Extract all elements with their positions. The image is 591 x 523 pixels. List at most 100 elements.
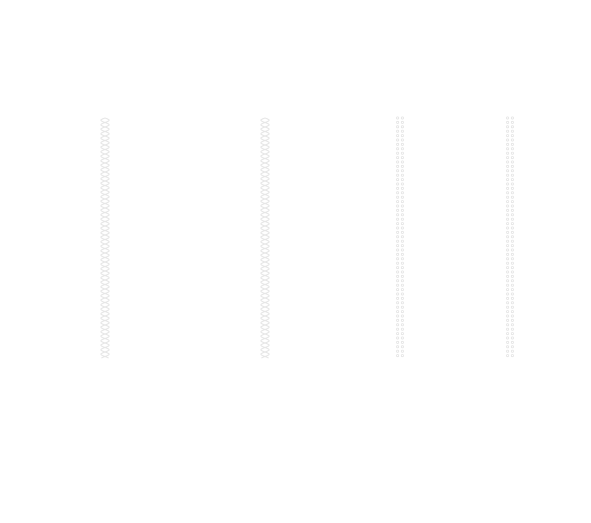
dotted-strand-2-dot xyxy=(510,349,514,353)
dotted-strand-2-dot xyxy=(510,305,514,309)
dotted-strand-1-dot xyxy=(396,244,400,248)
dotted-strand-1-dot xyxy=(396,134,400,138)
dotted-strand-1-dot xyxy=(400,160,404,164)
dotted-strand-2-dot xyxy=(510,116,514,120)
dotted-strand-2-dot xyxy=(510,156,514,160)
dotted-strand-1-dot xyxy=(396,160,400,164)
dotted-strand-2-dot xyxy=(506,204,510,208)
dotted-strand-1-dot xyxy=(396,336,400,340)
dotted-strand-1-dot xyxy=(396,261,400,265)
dotted-strand-2-dot xyxy=(506,252,510,256)
dotted-strand-2-dot xyxy=(506,301,510,305)
dotted-strand-1-dot xyxy=(400,156,404,160)
dotted-strand-1-dot xyxy=(396,164,400,168)
dotted-strand-1-dot xyxy=(396,292,400,296)
dotted-strand-1-dot xyxy=(396,208,400,212)
dotted-strand-2-dot xyxy=(506,138,510,142)
dotted-strand-1-dot xyxy=(400,279,404,283)
dotted-strand-2-dot xyxy=(510,336,514,340)
dotted-strand-2-dot xyxy=(506,195,510,199)
dotted-strand-1-dot xyxy=(400,248,404,252)
dotted-strand-2-dot xyxy=(510,129,514,133)
dotted-strand-1-dot xyxy=(396,191,400,195)
dotted-strand-1-dot xyxy=(400,178,404,182)
dotted-strand-2-dot xyxy=(506,257,510,261)
dotted-strand-2-dot xyxy=(506,332,510,336)
dotted-strand-1-dot xyxy=(400,310,404,314)
dotted-strand-2-dot xyxy=(506,191,510,195)
dotted-strand-2-dot xyxy=(506,222,510,226)
dotted-strand-2-dot xyxy=(510,301,514,305)
wavy-strand-1-braid-2 xyxy=(100,117,110,359)
dotted-strand-1-dot xyxy=(400,125,404,129)
dotted-strand-2-dot xyxy=(510,310,514,314)
dotted-strand-1-dot xyxy=(396,305,400,309)
dotted-strand-1-dot xyxy=(396,274,400,278)
dotted-strand-1-dot xyxy=(400,261,404,265)
dotted-strand-1-dot xyxy=(396,239,400,243)
dotted-strand-2-dot xyxy=(510,296,514,300)
dotted-strand-1-dot xyxy=(400,186,404,190)
dotted-strand-2-dot xyxy=(506,274,510,278)
dotted-strand-2-dot xyxy=(506,200,510,204)
dotted-strand-1-dot xyxy=(396,156,400,160)
dotted-strand-1-dot xyxy=(396,301,400,305)
dotted-strand-1-dot xyxy=(400,296,404,300)
dotted-strand-2-dot xyxy=(510,257,514,261)
dotted-strand-1-dot xyxy=(396,222,400,226)
dotted-strand-2-dot xyxy=(510,160,514,164)
dotted-strand-1-dot xyxy=(400,252,404,256)
dotted-strand-1-dot xyxy=(396,186,400,190)
dotted-strand-2-dot xyxy=(506,345,510,349)
dotted-strand-1-dot xyxy=(400,222,404,226)
dotted-strand-1-dot xyxy=(396,129,400,133)
dotted-strand-1-dot xyxy=(396,296,400,300)
dotted-strand-2-dot xyxy=(510,142,514,146)
dotted-strand-2-dot xyxy=(510,182,514,186)
wavy-strand-1-braid-1 xyxy=(100,117,110,359)
dotted-strand-1-dot xyxy=(396,125,400,129)
dotted-strand-2-dot xyxy=(510,261,514,265)
dotted-strand-2-dot xyxy=(510,222,514,226)
dotted-strand-2-dot xyxy=(506,354,510,358)
dotted-strand-1-dot xyxy=(396,327,400,331)
dotted-strand-1-dot xyxy=(400,318,404,322)
dotted-strand-2-dot xyxy=(510,138,514,142)
dotted-strand-1-dot xyxy=(400,213,404,217)
dotted-strand-1-dot xyxy=(396,178,400,182)
dotted-strand-1-dot xyxy=(396,230,400,234)
dotted-strand-2-dot xyxy=(506,266,510,270)
dotted-strand-2-dot xyxy=(510,332,514,336)
dotted-strand-1-dot xyxy=(400,230,404,234)
dotted-strand-2-dot xyxy=(510,204,514,208)
dotted-strand-1-dot xyxy=(400,314,404,318)
dotted-strand-2-dot xyxy=(510,235,514,239)
dotted-strand-1-dot xyxy=(400,323,404,327)
dotted-strand-1-dot xyxy=(400,354,404,358)
dotted-strand-2-dot xyxy=(510,173,514,177)
dotted-strand-2-dot xyxy=(510,274,514,278)
dotted-strand-1-dot xyxy=(400,345,404,349)
dotted-strand-1-dot xyxy=(396,142,400,146)
dotted-strand-2-dot xyxy=(506,186,510,190)
dotted-strand-1-dot xyxy=(400,151,404,155)
dotted-strand-1-dot xyxy=(400,332,404,336)
dotted-strand-2-dot xyxy=(510,266,514,270)
dotted-strand-2-dot xyxy=(506,336,510,340)
dotted-strand-2-dot xyxy=(510,354,514,358)
dotted-strand-1-dot xyxy=(396,217,400,221)
dotted-strand-1-dot xyxy=(396,279,400,283)
dotted-strand-1-dot xyxy=(400,191,404,195)
dotted-strand-2-dot xyxy=(506,230,510,234)
dotted-strand-2-dot xyxy=(510,340,514,344)
dotted-strand-1-dot xyxy=(396,116,400,120)
dotted-strand-2-dot xyxy=(510,318,514,322)
dotted-strand-2-dot xyxy=(506,318,510,322)
dotted-strand-2-dot xyxy=(510,323,514,327)
dotted-strand-2-dot xyxy=(506,129,510,133)
dotted-strand-1-dot xyxy=(396,323,400,327)
dotted-strand-2-dot xyxy=(506,147,510,151)
dotted-strand-2-dot xyxy=(506,169,510,173)
dotted-strand-1-dot xyxy=(400,195,404,199)
